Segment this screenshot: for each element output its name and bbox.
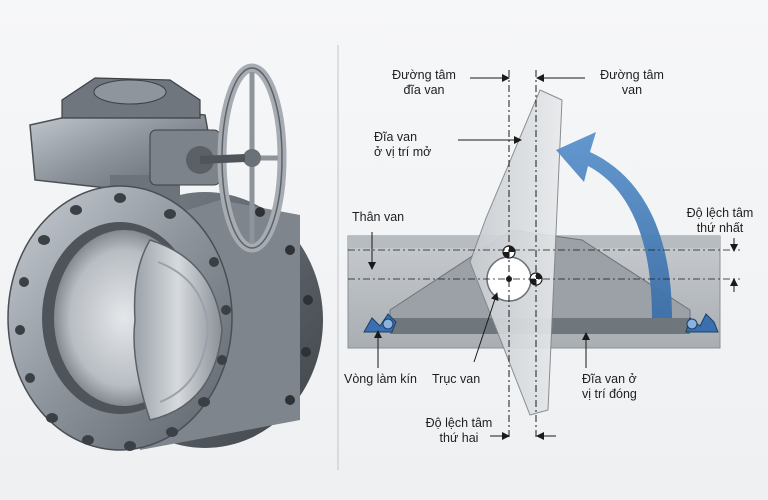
label-disc-centerline-line1: Đường tâm (392, 68, 456, 82)
label-seal-ring: Vòng làm kín (344, 372, 417, 386)
flange-bolt-holes (15, 193, 231, 451)
valve-photo (7, 63, 323, 451)
label-disc-centerline: Đường tâm đĩa van (374, 68, 474, 98)
closed-disc (389, 229, 691, 333)
label-closed-disc-line1: Đĩa van ở (582, 372, 637, 386)
rotation-arrow (556, 132, 672, 318)
valve-body-section (347, 235, 721, 349)
seal-ring-left (363, 313, 397, 333)
handwheel-icon (199, 63, 287, 253)
offset-marker-upper (502, 245, 516, 259)
label-open-disc-line2: ở vị trí mở (374, 145, 432, 159)
label-body: Thân van (352, 210, 405, 224)
valve-disc (133, 239, 223, 421)
shaft (486, 256, 532, 302)
label-open-disc: Đĩa van ở vị trí mở (374, 130, 431, 160)
label-closed-disc-line2: vị trí đóng (582, 387, 637, 401)
label-disc-centerline-line2: đĩa van (403, 83, 445, 97)
label-first-offset-line2: thứ nhất (696, 221, 744, 235)
seal-ring-right (685, 313, 719, 333)
label-valve-centerline-line1: Đường tâm (600, 68, 664, 82)
label-second-offset-line1: Độ lệch tâm (425, 416, 493, 430)
label-valve-centerline: Đường tâm van (582, 68, 682, 98)
label-second-offset-line2: thứ hai (439, 431, 479, 445)
label-shaft: Trục van (432, 372, 481, 386)
label-second-offset: Độ lệch tâm thứ hai (404, 416, 514, 446)
open-disc (469, 89, 563, 416)
label-valve-centerline-line2: van (621, 83, 643, 97)
leader-shaft (473, 292, 499, 363)
label-first-offset: Độ lệch tâm thứ nhất (676, 206, 764, 236)
label-open-disc-line1: Đĩa van (374, 130, 418, 144)
offset-marker-right (529, 272, 543, 286)
label-first-offset-line1: Độ lệch tâm (686, 206, 754, 220)
label-closed-disc: Đĩa van ở vị trí đóng (582, 372, 637, 402)
